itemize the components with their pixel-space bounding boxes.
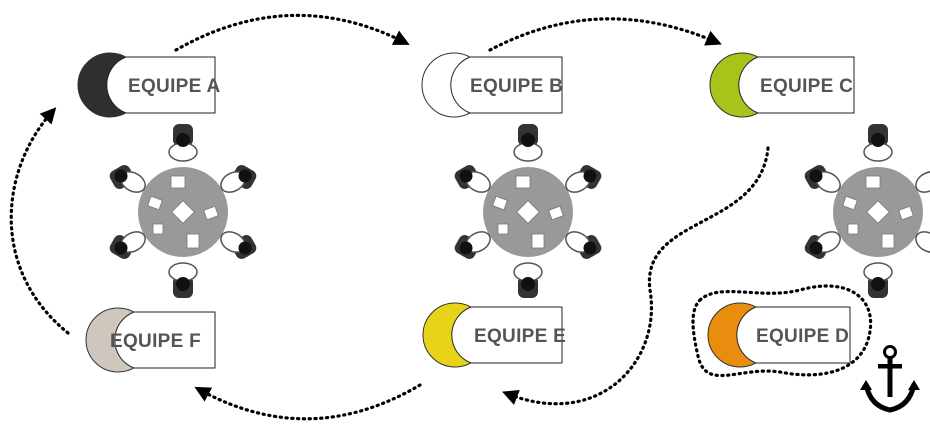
round-table-meeting-icon [106, 123, 260, 299]
arrow-a-to-b [174, 13, 410, 52]
team-a-label: EQUIPE A [128, 76, 221, 97]
team-c-badge: EQUIPE C [709, 52, 855, 118]
team-e-label: EQUIPE E [474, 326, 566, 347]
arrow-e-to-f [194, 383, 422, 421]
round-table-meeting-icon [801, 123, 930, 299]
table-1 [106, 123, 260, 299]
arrow-f-to-a [9, 107, 70, 335]
team-d-label: EQUIPE D [756, 326, 849, 347]
table-3 [801, 123, 930, 299]
arrow-b-to-c [488, 17, 722, 52]
round-table-meeting-icon [451, 123, 605, 299]
anchor-icon [860, 345, 920, 413]
team-c-label: EQUIPE C [760, 76, 853, 97]
arrow-c-to-e [502, 146, 770, 406]
team-d-badge: EQUIPE D [707, 302, 851, 368]
team-e-badge: EQUIPE E [422, 302, 566, 368]
team-a-badge: EQUIPE A [77, 52, 221, 118]
team-f-badge: EQUIPE F [85, 307, 216, 373]
table-2 [451, 123, 605, 299]
island-loop [691, 284, 873, 378]
team-f-label: EQUIPE F [110, 331, 201, 352]
team-b-label: EQUIPE B [470, 76, 563, 97]
team-b-badge: EQUIPE B [421, 52, 563, 118]
